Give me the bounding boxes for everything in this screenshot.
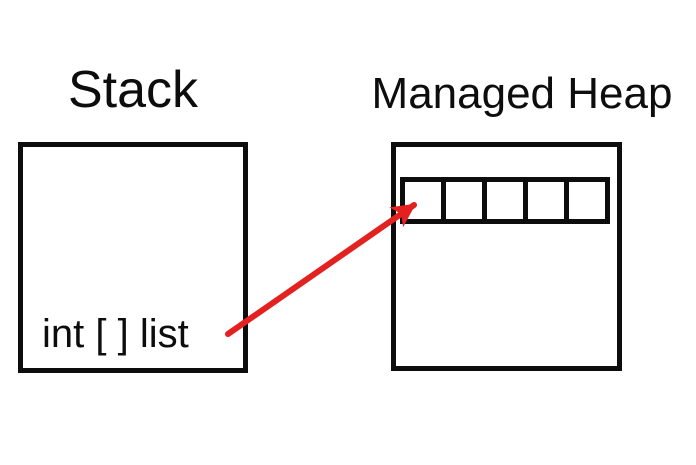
array-cell [446, 182, 487, 219]
stack-variable-label: int [ ] list [42, 312, 189, 356]
array-cell [569, 182, 605, 219]
array-cell [487, 182, 528, 219]
arrow-line [225, 202, 417, 337]
heap-box [391, 142, 622, 371]
stack-box: int [ ] list [18, 142, 248, 373]
array-cell [528, 182, 569, 219]
stack-title: Stack [67, 61, 199, 119]
heap-title: Managed Heap [371, 69, 673, 118]
array-cell [405, 182, 446, 219]
heap-array [400, 177, 610, 224]
